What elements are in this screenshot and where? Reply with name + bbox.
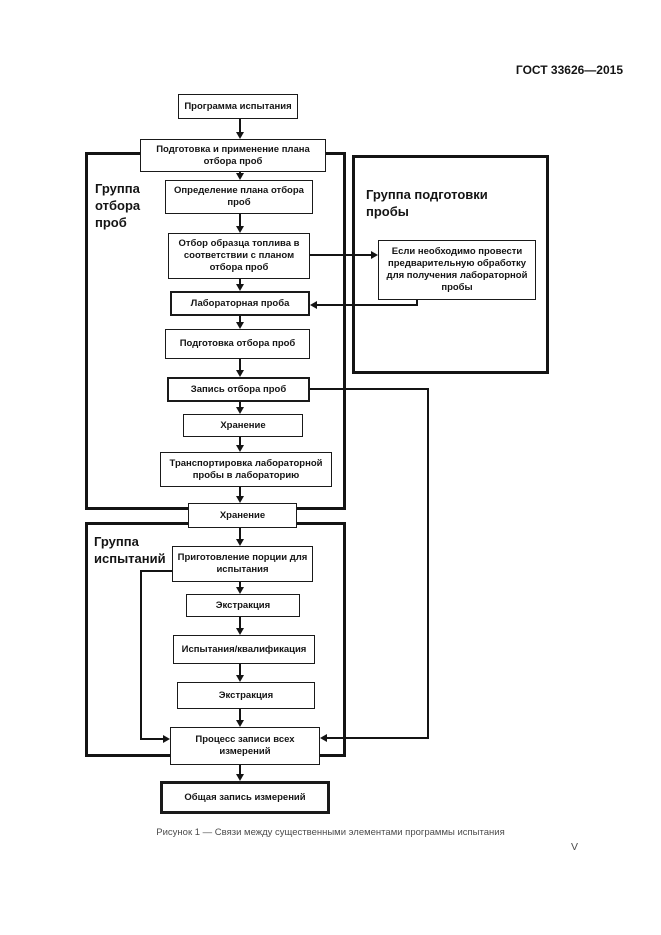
arrow-storage2-portion-line [239,528,241,540]
connector-pretreatment-lab-head [310,301,317,309]
arrow-extraction1-test-head [236,628,244,635]
node-record-process: Процесс записи всех измерений [170,727,320,765]
node-plan-prep: Подготовка и применение плана отбора про… [140,139,326,172]
arrow-test-extraction2-line [239,664,241,676]
arrow-record-storage1-line [239,402,241,408]
figure-caption: Рисунок 1 — Связи между существенными эл… [156,827,505,838]
arrow-fuel-lab-head [236,284,244,291]
arrow-sampling-prep-record-head [236,370,244,377]
arrow-lab-sampling-prep-line [239,316,241,324]
connector-portion-feedback-hline2 [140,738,164,740]
connector-record-feedback-hline1 [310,388,429,390]
connector-portion-feedback-vline [140,570,142,740]
node-total-record: Общая запись измерений [160,781,330,814]
arrow-extraction2-recordproc-head [236,720,244,727]
group-preparation-rect [352,155,549,374]
node-storage-2: Хранение [188,503,297,528]
arrow-test-extraction2-head [236,675,244,682]
arrow-plan-def-fuel-line [239,214,241,228]
arrow-program-plan-prep-line [239,119,241,135]
node-plan-def: Определение плана отбора проб [165,180,313,214]
arrow-portion-extraction1-line [239,582,241,588]
arrow-fuel-lab-line [239,279,241,285]
arrow-record-storage1-head [236,407,244,414]
arrow-storage1-transport-line [239,437,241,446]
group-preparation-label: Группа подготовки пробы [366,187,488,219]
node-lab-sample: Лабораторная проба [170,291,310,316]
node-pretreatment: Если необходимо провести предварительную… [378,240,536,300]
arrow-lab-sampling-prep-head [236,322,244,329]
group-testing-label: Группа испытаний [94,534,166,566]
arrow-storage1-transport-head [236,445,244,452]
arrow-transport-storage2-line [239,487,241,497]
arrow-plan-prep-plan-def-head [236,173,244,180]
arrow-plan-def-fuel-head [236,226,244,233]
connector-record-feedback-head [320,734,327,742]
node-portion-prep: Приготовление порции для испытания [172,546,313,582]
node-sampling-record: Запись отбора проб [167,377,310,402]
node-transport: Транспортировка лабораторной пробы в лаб… [160,452,332,487]
node-sampling-prep: Подготовка отбора проб [165,329,310,359]
connector-portion-feedback-hline1 [140,570,172,572]
connector-pretreatment-lab-vline [416,300,418,306]
arrow-extraction2-recordproc-line [239,709,241,721]
arrow-transport-storage2-head [236,496,244,503]
document-header: ГОСТ 33626—2015 [515,63,623,77]
connector-portion-feedback-head [163,735,170,743]
arrow-portion-extraction1-head [236,587,244,594]
node-fuel-sampling: Отбор образца топлива в соответствии с п… [168,233,310,279]
group-sampling-label: Группа отбора проб [95,181,141,230]
node-program: Программа испытания [178,94,298,119]
node-extraction-1: Экстракция [186,594,300,617]
node-storage-1: Хранение [183,414,303,437]
connector-fuel-pretreatment-line [310,254,371,256]
connector-pretreatment-lab-hline [316,304,418,306]
node-test-qualification: Испытания/квалификация [173,635,315,664]
arrow-extraction1-test-line [239,617,241,629]
arrow-recordproc-total-head [236,774,244,781]
connector-fuel-pretreatment-head [371,251,378,259]
arrow-recordproc-total-line [239,765,241,775]
connector-record-feedback-vline [427,388,429,739]
node-extraction-2: Экстракция [177,682,315,709]
connector-record-feedback-hline2 [326,737,429,739]
arrow-storage2-portion-head [236,539,244,546]
arrow-sampling-prep-record-line [239,359,241,371]
arrow-program-plan-prep-head [236,132,244,139]
page-number: V [571,841,579,853]
